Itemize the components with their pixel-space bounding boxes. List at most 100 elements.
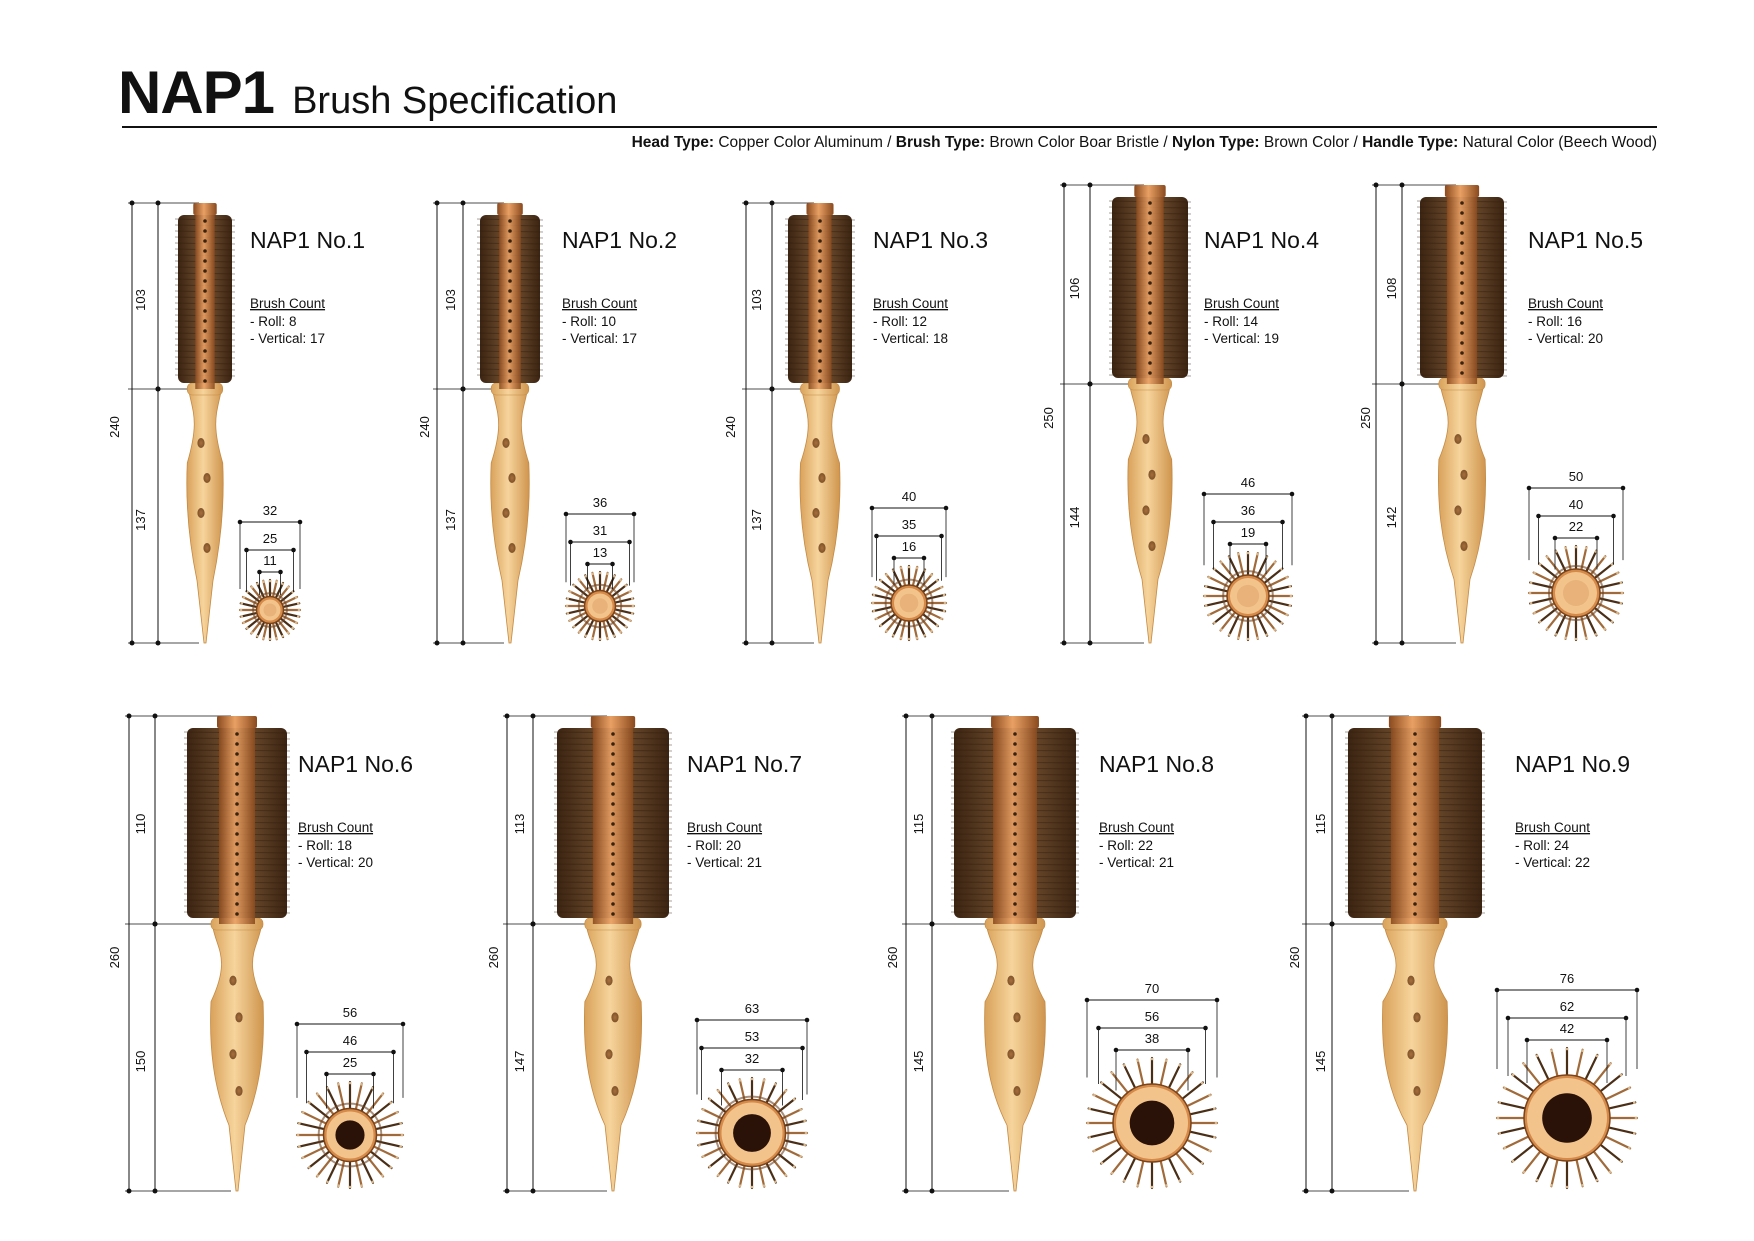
total-length-label: 240: [107, 416, 122, 438]
vertical-count: - Vertical: 17: [250, 331, 325, 346]
diameter-label: 40: [902, 489, 916, 504]
diameter-label: 40: [1569, 497, 1583, 512]
length-dimensions: 260 110 150: [107, 713, 231, 1194]
brush-model-name: NAP1 No.7: [687, 751, 802, 777]
total-length-label: 260: [107, 947, 122, 969]
spec-separator: /: [1159, 134, 1173, 151]
total-length-label: 250: [1358, 407, 1373, 429]
diameter-label: 42: [1560, 1021, 1574, 1036]
diameter-label: 36: [1241, 503, 1255, 518]
handle-length-label: 137: [443, 509, 458, 531]
roll-count: - Roll: 18: [298, 838, 352, 853]
brush-side-view: [1108, 185, 1192, 644]
brush-side-view: [784, 203, 856, 644]
brush-count-heading: Brush Count: [1515, 820, 1590, 835]
brush-side-view: [553, 716, 673, 1192]
spec-value-handle: Natural Color (Beech Wood): [1462, 134, 1657, 151]
vertical-count: - Vertical: 19: [1204, 331, 1279, 346]
head-length-label: 115: [1313, 814, 1328, 835]
spec-label-handle: Handle Type:: [1362, 134, 1459, 151]
roll-count: - Roll: 16: [1528, 314, 1582, 329]
handle-length-label: 144: [1067, 507, 1082, 529]
diameter-label: 19: [1241, 525, 1255, 540]
brush-count-heading: Brush Count: [1204, 296, 1279, 311]
brush-model-name: NAP1 No.8: [1099, 751, 1214, 777]
brush-count-heading: Brush Count: [250, 296, 325, 311]
diameter-label: 50: [1569, 469, 1583, 484]
page-subtitle: Brush Specification: [292, 80, 618, 122]
brush-model-name: NAP1 No.1: [250, 227, 365, 253]
brush-side-view: [1416, 185, 1508, 644]
brush-count-heading: Brush Count: [298, 820, 373, 835]
vertical-count: - Vertical: 20: [298, 855, 373, 870]
vertical-count: - Vertical: 17: [562, 331, 637, 346]
brush-count-heading: Brush Count: [873, 296, 948, 311]
handle-length-label: 142: [1384, 507, 1399, 529]
diameter-label: 13: [593, 545, 607, 560]
title-divider: [122, 126, 1657, 128]
brush-model-name: NAP1 No.3: [873, 227, 988, 253]
brush-model-name: NAP1 No.4: [1204, 227, 1319, 253]
diameter-label: 11: [263, 553, 277, 568]
diameter-label: 56: [343, 1005, 357, 1020]
handle-length-label: 145: [911, 1051, 926, 1073]
diameter-label: 63: [745, 1001, 759, 1016]
brush-side-view: [1344, 716, 1486, 1192]
roll-count: - Roll: 24: [1515, 838, 1570, 853]
spec-value-head: Copper Color Aluminum: [718, 134, 883, 151]
handle-length-label: 150: [133, 1051, 148, 1073]
handle-length-label: 147: [512, 1051, 527, 1073]
total-length-label: 240: [417, 416, 432, 438]
brush-model-name: NAP1 No.2: [562, 227, 677, 253]
roll-count: - Roll: 8: [250, 314, 297, 329]
head-length-label: 110: [133, 814, 148, 835]
diameter-label: 38: [1145, 1031, 1159, 1046]
vertical-count: - Vertical: 22: [1515, 855, 1590, 870]
diameter-label: 76: [1560, 971, 1574, 986]
brush-model-name: NAP1 No.5: [1528, 227, 1643, 253]
diameter-label: 46: [343, 1033, 357, 1048]
head-length-label: 103: [749, 289, 764, 311]
diameter-label: 32: [263, 503, 277, 518]
total-length-label: 260: [1287, 947, 1302, 969]
vertical-count: - Vertical: 18: [873, 331, 948, 346]
diameter-label: 25: [343, 1055, 357, 1070]
brush-side-view: [476, 203, 544, 644]
handle-length-label: 137: [133, 509, 148, 531]
spec-value-nylon: Brown Color: [1263, 134, 1350, 151]
roll-count: - Roll: 10: [562, 314, 616, 329]
roll-count: - Roll: 22: [1099, 838, 1153, 853]
spec-label-nylon: Nylon Type:: [1172, 134, 1260, 151]
roll-count: - Roll: 14: [1204, 314, 1259, 329]
spec-label-head: Head Type:: [631, 134, 715, 151]
diameter-label: 35: [902, 517, 916, 532]
brush-count-heading: Brush Count: [1528, 296, 1603, 311]
diameter-label: 16: [902, 539, 916, 554]
spec-separator: /: [1349, 134, 1363, 151]
